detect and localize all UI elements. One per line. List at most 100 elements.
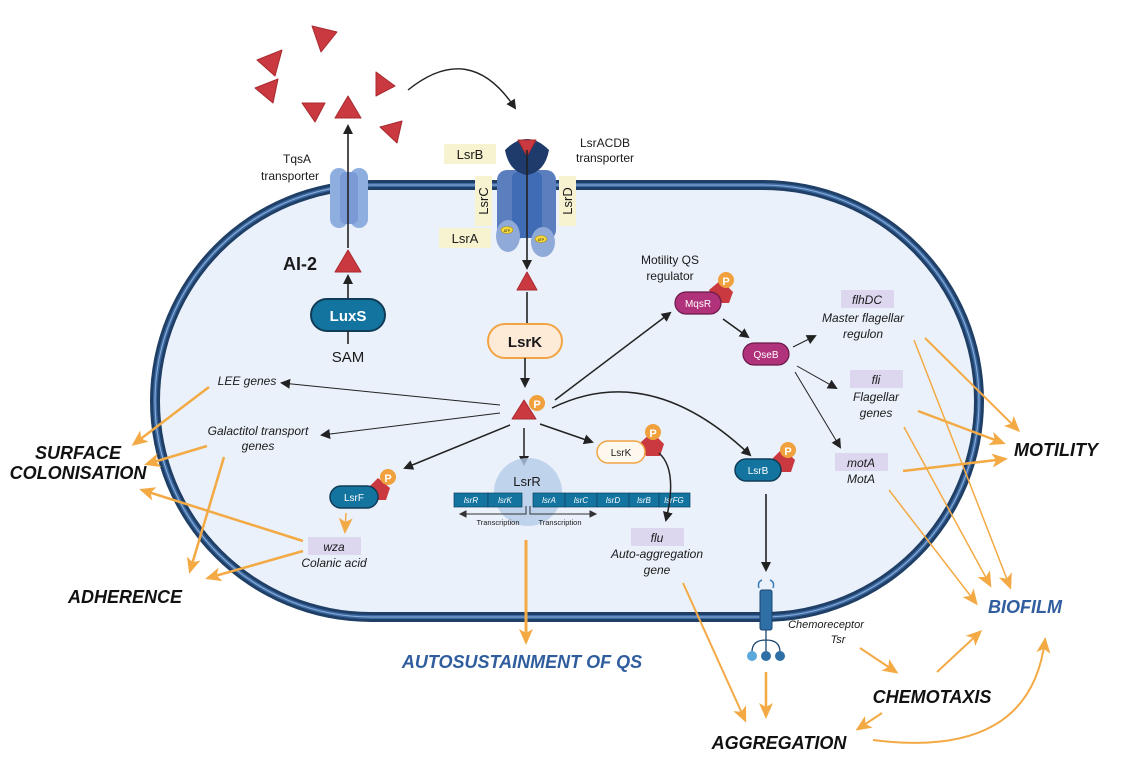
transcription-arrows [458, 506, 598, 518]
flu-desc-line1: Auto-aggregation [610, 547, 703, 561]
extracellular-ai2-molecules [254, 25, 403, 144]
phospho-ai2-hub [511, 395, 545, 420]
flhdc-line2: regulon [843, 327, 883, 341]
ai2-molecule [256, 49, 283, 77]
outcome-aggregation: AGGREGATION [711, 733, 848, 753]
qseb-label: QseB [753, 350, 778, 361]
galactitol-label-line2: genes [242, 439, 275, 453]
arrow-to-galactitol [320, 412, 501, 439]
lsrb-label-box [444, 144, 496, 164]
transcription-right: Transcription [538, 518, 581, 527]
motility-regulator-line1: Motility QS [641, 253, 699, 267]
mota-gene: motA [847, 456, 875, 470]
ai2-molecule [254, 78, 279, 104]
lsrf-protein [329, 485, 379, 509]
effect-arrows [131, 337, 1051, 744]
fli-gene-box [850, 370, 903, 388]
outcome-motility: MOTILITY [1014, 440, 1100, 460]
lsrr-protein [494, 458, 562, 526]
gene-lsrc: lsrC [574, 496, 588, 505]
phosphate-icon [645, 424, 661, 440]
atp-label: ATP [538, 238, 545, 242]
phosphate-icon [529, 395, 545, 411]
chemoreceptor-tsr [747, 579, 785, 661]
mota-gene-box [835, 453, 888, 471]
tqsa-transporter [330, 168, 368, 228]
flhdc-gene: flhDC [852, 293, 882, 307]
luxs-label: LuxS [330, 308, 367, 325]
phosphate-label: P [722, 276, 729, 288]
fli-line1: Flagellar [853, 390, 900, 404]
uptake-arrow [407, 68, 517, 110]
outcome-surface-colonisation-line2: COLONISATION [10, 463, 148, 483]
gene-lsrr: lsrR [464, 496, 478, 505]
lsrr-label: LsrR [513, 474, 540, 489]
lsrb-protein [734, 458, 782, 482]
chemoreceptor-line1: Chemoreceptor [788, 619, 865, 631]
transcription-left: Transcription [476, 518, 519, 527]
tqsa-label-line1: TqsA [283, 152, 311, 166]
arrow-to-lsrf [403, 424, 511, 470]
phosphate-label: P [649, 428, 656, 440]
outcome-chemotaxis: CHEMOTAXIS [873, 687, 992, 707]
flu-desc-line2: gene [644, 563, 671, 577]
ai2-label: AI-2 [283, 254, 317, 274]
ai2-molecule [301, 102, 326, 123]
outcome-autosustainment: AUTOSUSTAINMENT OF QS [401, 652, 642, 672]
arrow-to-mqsr [554, 311, 672, 401]
lsra-label-box [439, 228, 491, 248]
wza-gene-box [308, 537, 361, 555]
lsracdb-transporter [496, 139, 556, 257]
outcome-surface-colonisation-line1: SURFACE [35, 443, 122, 463]
galactitol-label-line1: Galactitol transport [208, 424, 309, 438]
phosphate-label: P [784, 446, 791, 458]
lsrc-label: LsrC [476, 187, 491, 214]
ai2-molecule [375, 71, 396, 97]
phosphate-icon [780, 442, 796, 458]
lsracdb-label-line2: transporter [576, 151, 634, 165]
gene-lsrk: lsrK [498, 496, 512, 505]
gene-lsrd: lsrD [606, 496, 620, 505]
ai2-molecule [311, 25, 338, 53]
ai2-imported [516, 271, 538, 291]
lsrb-label: LsrB [457, 147, 484, 162]
chemoreceptor-line2: Tsr [831, 634, 847, 646]
atp-label: ATP [504, 229, 511, 233]
lsrk-label: LsrK [508, 334, 542, 351]
lsrd-label: LsrD [560, 187, 575, 214]
qseb-protein [742, 342, 790, 366]
arrow-to-lsrk-small [539, 423, 594, 445]
flu-gene: flu [651, 531, 664, 545]
motility-regulator-line2: regulator [646, 269, 693, 283]
fli-line2: genes [860, 406, 893, 420]
lsrk-small-label: LsrK [611, 448, 632, 459]
outcome-adherence: ADHERENCE [67, 587, 183, 607]
lsr-operon [453, 492, 691, 508]
gene-lsrfg: lsrFG [664, 496, 684, 505]
lee-genes-label: LEE genes [218, 374, 277, 388]
phosphate-icon [718, 272, 734, 288]
gene-lsra: lsrA [542, 496, 556, 505]
mqsr-label: MqsR [685, 299, 711, 310]
lsra-label: LsrA [452, 231, 479, 246]
tqsa-label-line2: transporter [261, 169, 319, 183]
arrow-to-lsrb [551, 391, 752, 457]
lsrk-small-protein [596, 440, 646, 464]
ai2-molecule-intracellular [334, 249, 362, 273]
lsrf-label: LsrF [344, 493, 364, 504]
wza-desc: Colanic acid [301, 556, 367, 570]
lsrc-label-box [475, 176, 492, 226]
lsrb-protein-label: LsrB [748, 466, 769, 477]
ai2-molecule [379, 120, 403, 144]
flhdc-line1: Master flagellar [822, 311, 905, 325]
lsrd-label-box [559, 176, 576, 226]
mqsr-protein [674, 291, 722, 315]
arrow-to-lee [280, 378, 501, 406]
phosphate-icon [380, 469, 396, 485]
phosphate-label: P [384, 473, 391, 485]
sam-label: SAM [332, 349, 365, 366]
fli-gene: fli [872, 373, 881, 387]
wza-gene: wza [323, 540, 345, 554]
ai2-molecule [334, 95, 362, 119]
